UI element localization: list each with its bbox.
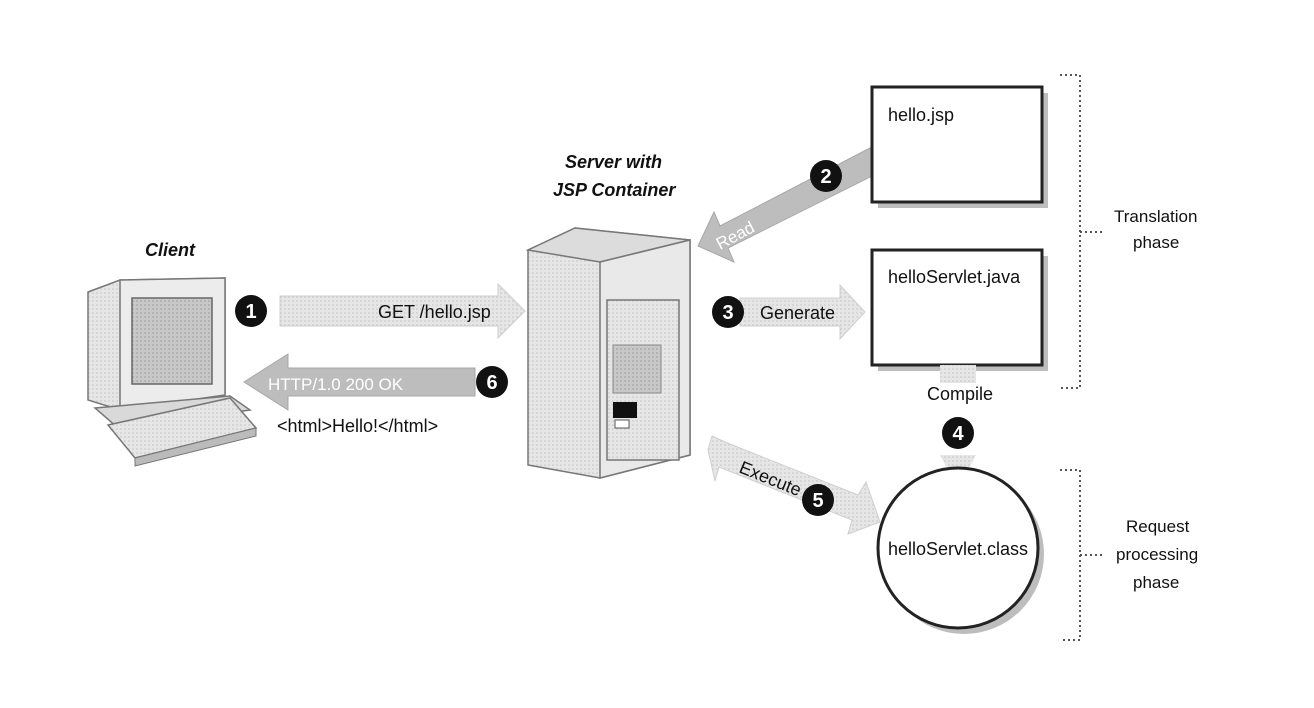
hello-servlet-java-file — [870, 248, 1048, 371]
request-arrow — [279, 282, 526, 340]
step-3-badge — [712, 296, 744, 328]
step-2-number: 2 — [820, 166, 831, 188]
translation-phase-line2: phase — [1133, 233, 1179, 252]
response-body-text: <html>Hello!</html> — [277, 416, 438, 436]
generate-arrow — [739, 283, 866, 341]
step-4-label: Compile — [927, 384, 993, 404]
translation-phase-bracket — [1060, 74, 1105, 389]
request-phase-line3: phase — [1133, 573, 1179, 592]
step-5-badge — [802, 484, 834, 516]
response-arrow — [243, 353, 476, 411]
step-6-badge — [476, 366, 508, 398]
request-phase-line2: processing — [1116, 545, 1198, 564]
hello-jsp-file — [870, 85, 1048, 208]
step-3-number: 3 — [722, 302, 733, 324]
step-1-label: GET /hello.jsp — [378, 302, 491, 322]
step-4-number: 4 — [952, 423, 964, 445]
step-6-number: 6 — [486, 372, 497, 394]
hello-servlet-java-label: helloServlet.java — [888, 267, 1021, 287]
server-label-line1: Server with — [565, 152, 662, 172]
request-phase-bracket — [1060, 469, 1105, 641]
hello-jsp-label: hello.jsp — [888, 105, 954, 125]
hello-servlet-class-label: helloServlet.class — [888, 539, 1028, 559]
request-phase-line1: Request — [1126, 517, 1190, 536]
client-label: Client — [145, 240, 196, 260]
step-1-number: 1 — [245, 301, 256, 323]
execute-arrow — [707, 435, 881, 535]
translation-phase-line1: Translation — [1114, 207, 1197, 226]
client-computer-icon — [87, 277, 258, 467]
server-tower-icon — [525, 227, 691, 479]
compile-arrow — [940, 365, 976, 470]
step-3-label: Generate — [760, 303, 835, 323]
step-6-label: HTTP/1.0 200 OK — [268, 375, 404, 394]
step-1-badge — [235, 295, 267, 327]
step-5-number: 5 — [812, 490, 823, 512]
step-4-badge — [942, 417, 974, 449]
server-label-line2: JSP Container — [553, 180, 676, 200]
step-2-badge — [810, 160, 842, 192]
hello-servlet-class-file — [876, 466, 1044, 634]
